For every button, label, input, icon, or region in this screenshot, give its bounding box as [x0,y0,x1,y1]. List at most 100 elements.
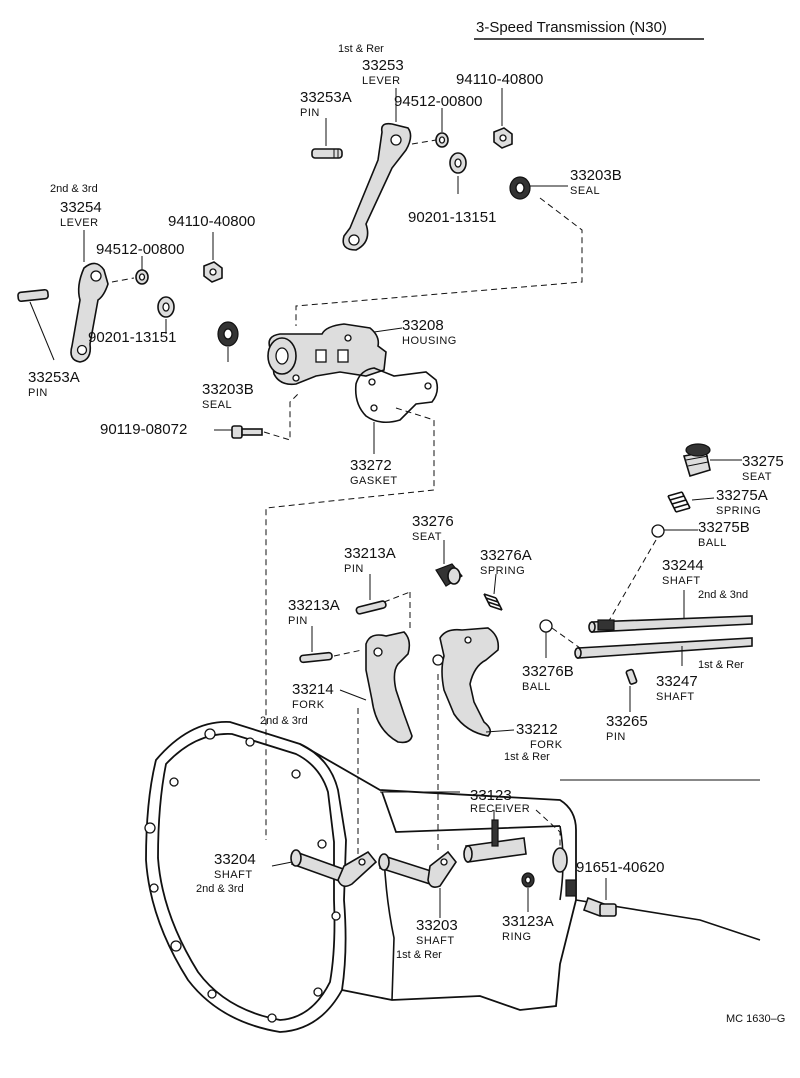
shaft-33247 [574,637,753,659]
pin-33253A-top [311,148,343,159]
lever-33253-assembly [295,88,583,326]
transmission-case [144,721,761,1033]
bolt-91651 [582,896,617,918]
callout-90201-top: 90201-13151 [408,209,496,226]
callout-33276-name: SEAT [412,531,442,543]
callout-33203: 33203 [416,917,458,934]
callout-33204-name: SHAFT [214,869,253,881]
ball-33275B [651,524,665,538]
callout-33203B-top: 33203B [570,167,622,184]
callout-33203B-left-name: SEAL [202,399,232,411]
callout-33275B: 33275B [698,519,750,536]
callout-33123A: 33123A [502,913,554,930]
callout-33253-note: 1st & Rer [338,43,384,55]
callout-33244-name: SHAFT [662,575,701,587]
callout-33253A-top-name: PIN [300,107,320,119]
callout-33275B-name: BALL [698,537,727,549]
ball-33276B [539,619,553,633]
callout-33253A-top: 33253A [300,89,352,106]
callout-33275A-name: SPRING [716,505,761,517]
callout-33204-note: 2nd & 3rd [196,883,244,895]
spring-33276A [483,593,503,611]
callout-33254-name: LEVER [60,217,99,229]
callout-94512-top: 94512-00800 [394,93,482,110]
callout-33203-name: SHAFT [416,935,455,947]
callout-33204: 33204 [214,851,256,868]
callout-33212-name: FORK [530,739,563,751]
shaft-33204 [290,849,378,888]
callout-33254: 33254 [60,199,102,216]
callout-33253-name: LEVER [362,75,401,87]
spring-33275A [667,491,691,513]
receiver-33123 [463,819,527,863]
callout-33123A-name: RING [502,931,532,943]
callout-90201-left: 90201-13151 [88,329,176,346]
callout-33276A: 33276A [480,547,532,564]
callout-33275A: 33275A [716,487,768,504]
seat-33275 [682,443,711,477]
callout-33208-name: HOUSING [402,335,457,347]
shaft-33244 [588,615,753,633]
callout-33275: 33275 [742,453,784,470]
callout-33203-note: 1st & Rer [396,949,442,961]
housing-33208 [267,323,387,386]
callout-94512-left: 94512-00800 [96,241,184,258]
callout-33254-note: 2nd & 3rd [50,183,98,195]
nut-94110-top [493,127,513,149]
callout-33214-note: 2nd & 3rd [260,715,308,727]
callout-33253A-left: 33253A [28,369,80,386]
callout-33247-name: SHAFT [656,691,695,703]
washer-94512-left [135,269,149,285]
callout-33272-name: GASKET [350,475,398,487]
callout-33212: 33212 [516,721,558,738]
callout-91651: 91651-40620 [576,859,664,876]
callout-33213A-a: 33213A [344,545,396,562]
nut-94110-left [203,261,223,283]
callout-33213A-a-name: PIN [344,563,364,575]
seal-33203B-top [509,176,531,200]
callout-33275-name: SEAT [742,471,772,483]
figure-code: MC 1630–G [726,1013,785,1025]
callout-33272: 33272 [350,457,392,474]
callout-33276A-name: SPRING [480,565,525,577]
callout-33214-name: FORK [292,699,325,711]
spacer-90201-left [157,296,175,318]
callout-33203B-top-name: SEAL [570,185,600,197]
pin-33265 [625,668,638,685]
pin-33213A-a [355,600,387,615]
ring-33123A [521,872,535,888]
callout-33244: 33244 [662,557,704,574]
lever-33253 [342,122,412,251]
callout-33214: 33214 [292,681,334,698]
callout-33212-note: 1st & Rer [504,751,550,763]
gasket-33272 [354,367,439,424]
shaft-33203 [378,850,457,888]
washer-94512-top [435,132,449,148]
callout-33265: 33265 [606,713,648,730]
callout-33247: 33247 [656,673,698,690]
callout-94110-left: 94110-40800 [168,213,255,230]
pin-33213A-b [299,651,333,664]
callout-33253A-left-name: PIN [28,387,48,399]
callout-33203B-left: 33203B [202,381,254,398]
callout-33276B: 33276B [522,663,574,680]
fork-33214 [365,631,413,744]
callout-33247-note: 1st & Rer [698,659,744,671]
lever-33254 [70,262,109,363]
seal-33203B-left [217,321,239,347]
pin-33253A-left [17,288,49,303]
fork-33212 [432,627,500,737]
diagram-title: 3-Speed Transmission (N30) [476,19,667,36]
callout-33276B-name: BALL [522,681,551,693]
callout-33265-name: PIN [606,731,626,743]
callout-33213A-b-name: PIN [288,615,308,627]
callout-33123: 33123 [470,787,512,804]
callout-33244-note: 2nd & 3nd [698,589,748,601]
callout-90119: 90119-08072 [100,421,187,438]
callout-33253: 33253 [362,57,404,74]
callout-33213A-b: 33213A [288,597,340,614]
lever-33254-assembly [17,230,239,363]
seat-33276 [435,563,463,587]
bolt-90119 [231,425,263,439]
